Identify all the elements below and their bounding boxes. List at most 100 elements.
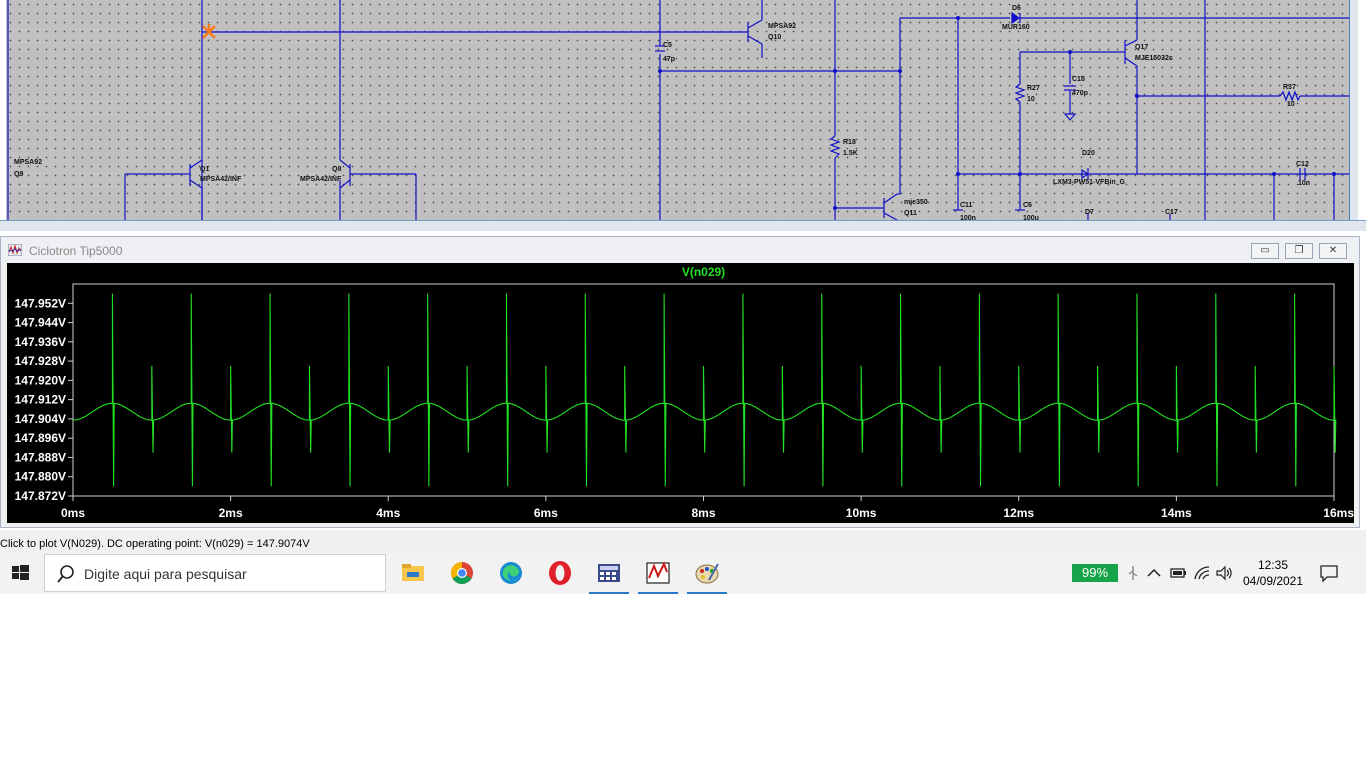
wifi-icon[interactable] [1193,564,1211,582]
schematic-canvas[interactable] [6,0,1349,220]
r27-value: 10 [1027,96,1035,103]
d20-value: LXM3-PW51-VFBin_G [1053,179,1126,186]
opera-icon [549,561,571,585]
c12-value: 10n [1298,180,1310,187]
plot-window[interactable]: Ciclotron Tip5000 ▭ ❐ ✕ V(n029) 147.952V 1… [0,236,1360,528]
windows-taskbar: Digite aqui para pesquisar [0,552,1366,594]
battery-percentage-badge[interactable]: 99% [1072,564,1118,582]
x-tick-label: 0ms [61,506,85,520]
c18-value: 470p [1072,90,1088,97]
q9-name: Q9 [14,171,23,178]
x-tick-label: 14ms [1161,506,1192,520]
plot-window-titlebar[interactable]: Ciclotron Tip5000 ▭ ❐ ✕ [1,237,1359,263]
q10-name: Q10 [768,34,781,41]
taskbar-edge[interactable] [491,552,531,594]
taskbar-file-explorer[interactable] [393,552,433,594]
y-tick-label: 147.912V [15,393,66,407]
usb-icon[interactable] [1124,564,1142,582]
r18-value: 1.5K [843,150,858,157]
chevron-up-icon[interactable] [1145,564,1163,582]
y-tick-label: 147.928V [15,354,66,368]
c17-label: C17 [1165,209,1178,216]
speaker-icon[interactable] [1215,564,1233,582]
x-tick-label: 10ms [846,506,877,520]
c11-value: 100n [960,215,976,220]
y-tick-label: 147.896V [15,431,66,445]
chrome-icon [451,562,473,584]
waveform-app-icon [8,244,22,256]
r18-label: R18 [843,139,856,146]
folder-icon [402,564,424,581]
system-clock[interactable]: 12:35 04/09/2021 [1238,557,1308,589]
q17-value: MJE15032c [1135,55,1173,62]
app-grid-icon [598,564,620,582]
schematic-drawing: C5 47p MPSA92 Q10 D6 MUR160 Q17 MJE15032… [7,0,1349,220]
close-button[interactable]: ✕ [1319,243,1347,259]
y-tick-label: 147.952V [15,296,66,310]
q9-model: MPSA92 [14,159,42,166]
series-line-vn029[interactable] [72,293,1337,487]
c11-label: C11 [960,202,973,209]
c5-value: 47p [663,56,675,63]
taskbar-ltspice[interactable] [638,552,678,594]
c12-label: C12 [1296,161,1309,168]
schematic-bottom-border [0,220,1366,231]
q8-label: Q8 [332,166,341,173]
x-tick-label: 6ms [534,506,558,520]
c6-label: C6 [1023,202,1032,209]
taskbar-chrome[interactable] [442,552,482,594]
clock-time: 12:35 [1257,558,1289,572]
edge-icon [500,562,522,584]
taskbar-opera[interactable] [540,552,580,594]
x-tick-label: 8ms [691,506,715,520]
notification-center-icon[interactable] [1319,563,1339,583]
y-tick-label: 147.944V [15,316,66,330]
c6-value: 100u [1023,215,1039,220]
ltspice-icon [646,561,670,584]
y-tick-label: 147.888V [15,450,66,464]
q17-label: Q17 [1135,44,1148,51]
schematic-editor[interactable]: C5 47p MPSA92 Q10 D6 MUR160 Q17 MJE15032… [0,0,1366,231]
q11-model: mje350 [904,199,928,206]
paint-palette-icon [695,563,719,584]
maximize-button[interactable]: ❐ [1285,243,1313,259]
y-tick-label: 147.880V [15,470,66,484]
x-tick-label: 4ms [376,506,400,520]
d20-label: D20 [1082,150,1095,157]
probe-cursor-icon [202,24,216,39]
r37-value: 10 [1287,101,1295,108]
taskbar-search[interactable]: Digite aqui para pesquisar [44,554,386,592]
minimize-button[interactable]: ▭ [1251,243,1279,259]
c5-label: C5 [663,42,672,49]
q10-model: MPSA92 [768,23,796,30]
windows-logo-icon [12,565,29,580]
battery-icon[interactable] [1169,564,1187,582]
r27-label: R27 [1027,85,1040,92]
q1-label: Q1 [200,166,209,173]
search-icon [57,565,74,583]
r37-label: R37 [1283,84,1296,91]
y-tick-label: 147.872V [15,489,66,503]
x-tick-label: 16ms [1323,506,1354,520]
waveform-chart[interactable]: V(n029) 147.952V 147.944V 147.936V 147.928V 1… [7,263,1355,523]
q8-value: MPSA42/INF [300,176,342,183]
q11-name: Q11 [904,210,917,217]
start-button[interactable] [0,552,42,594]
taskbar-paint[interactable] [687,552,727,594]
y-tick-label: 147.936V [15,335,66,349]
search-placeholder: Digite aqui para pesquisar [84,566,247,582]
waveform-plot-area[interactable]: V(n029) 147.952V 147.944V 147.936V 147.928V 1… [7,263,1354,523]
d6-label: D6 [1012,5,1021,12]
y-tick-label: 147.904V [15,412,66,426]
y-tick-label: 147.920V [15,373,66,387]
x-tick-label: 2ms [219,506,243,520]
x-tick-label: 12ms [1003,506,1034,520]
taskbar-app-calculator[interactable] [589,552,629,594]
d7-label: D7 [1085,209,1094,216]
status-bar: Click to plot V(N029). DC operating poin… [0,530,1366,552]
c18-label: C18 [1072,76,1085,83]
chart-title: V(n029) [682,265,725,279]
schematic-scrollbar[interactable] [1349,0,1358,226]
q1-value: MPSA42/INF [200,176,242,183]
clock-date: 04/09/2021 [1242,574,1304,588]
